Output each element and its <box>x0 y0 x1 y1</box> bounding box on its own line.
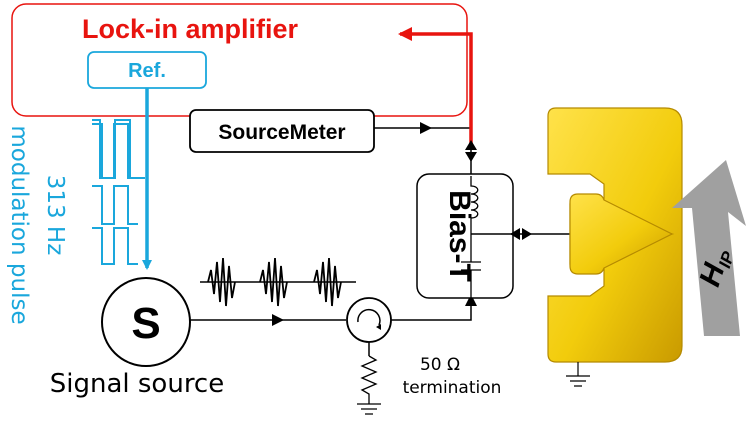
resistor-icon <box>360 355 378 404</box>
bidirectional-arrow <box>510 228 532 240</box>
termination-value: 50 Ω <box>420 355 460 375</box>
bias-tee-box <box>416 173 514 299</box>
lockin-amplifier-title: Lock-in amplifier <box>82 14 299 44</box>
sourcemeter-label: SourceMeter <box>218 121 345 144</box>
signal-direction-arrow <box>465 294 477 306</box>
rf-burst-icon <box>207 257 236 307</box>
capacitor-icon <box>461 234 481 298</box>
signal-source-label: Signal source <box>50 369 224 399</box>
bidirectional-arrow <box>465 140 477 162</box>
waveguide-signal-line <box>569 193 674 275</box>
signal-direction-arrow <box>272 314 284 326</box>
termination-label: termination <box>403 378 502 398</box>
square-wave-icon <box>92 123 138 265</box>
ground-icon <box>357 403 381 415</box>
square-wave-icon <box>92 119 145 179</box>
field-arrow <box>672 160 746 336</box>
inductor-icon <box>470 176 479 234</box>
dc-direction-arrow <box>420 122 432 134</box>
signal-source <box>101 277 191 367</box>
ground-icon <box>566 375 590 387</box>
lockin-feedback-line <box>398 27 473 150</box>
signal-source-symbol: S <box>131 299 160 348</box>
circulator-to-bias-tee-line <box>391 298 472 321</box>
circulator-icon <box>376 324 381 330</box>
circulator-icon <box>346 297 392 343</box>
sourcemeter-box <box>189 109 375 153</box>
rf-burst-icon <box>313 257 342 307</box>
reference-label: Ref. <box>128 60 166 82</box>
circulator-icon <box>357 308 381 326</box>
modulation-frequency: 313 Hz <box>42 175 68 256</box>
rf-burst-icon <box>259 257 288 307</box>
modulation-pulse-label: modulation pulse <box>6 125 32 324</box>
